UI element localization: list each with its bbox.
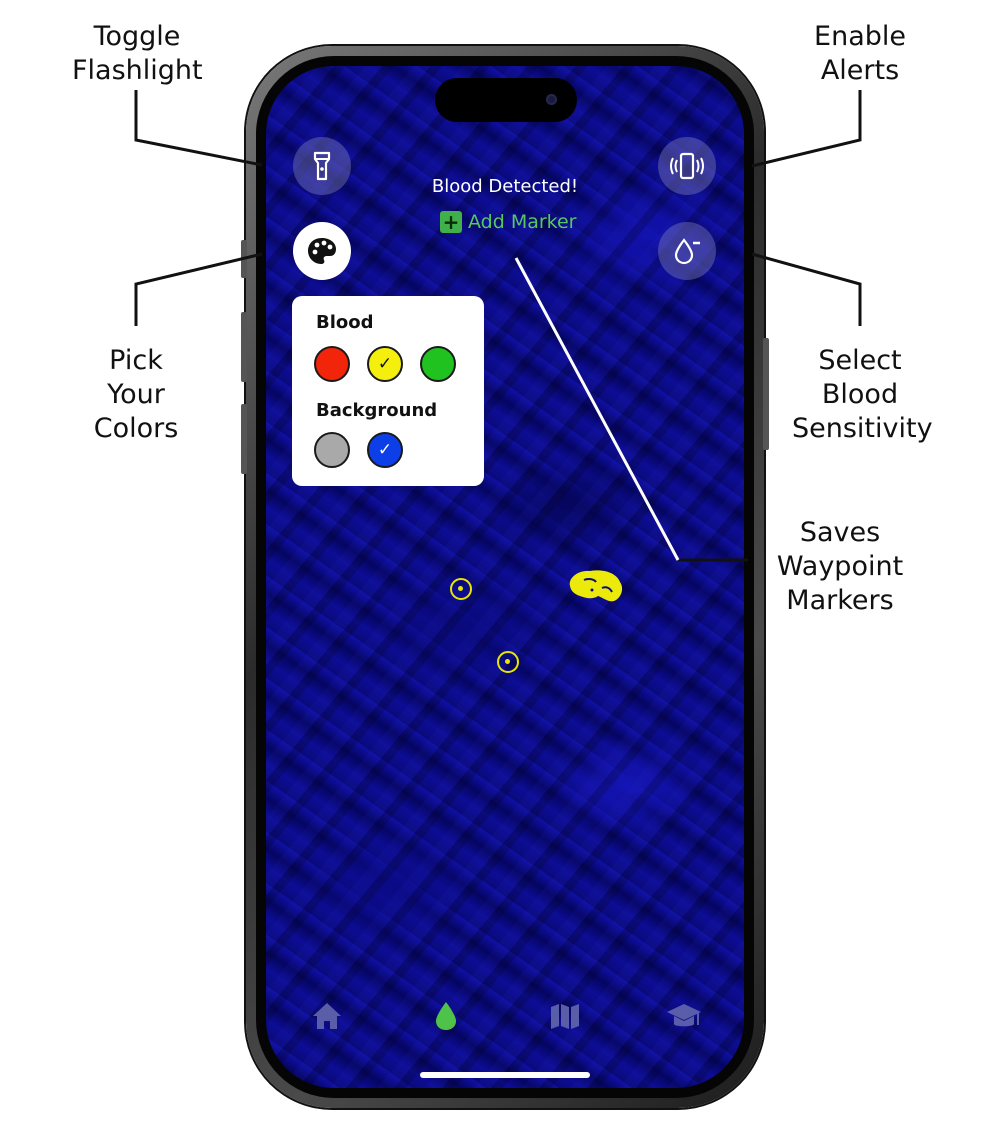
- home-icon: [313, 1003, 341, 1029]
- camera-view-screen: Blood Detected! + Add Marker Blood ✓ Bac…: [266, 66, 744, 1088]
- leader-line-flashlight: [134, 90, 263, 167]
- background-swatch-blue[interactable]: ✓: [367, 432, 403, 468]
- flashlight-icon: [313, 151, 331, 181]
- blood-sensitivity-button[interactable]: [658, 222, 716, 280]
- callout-text: Enable: [814, 21, 906, 52]
- add-marker-label: Add Marker: [468, 211, 577, 233]
- plus-icon: +: [440, 211, 462, 233]
- tab-blood-detection[interactable]: [426, 996, 466, 1036]
- tab-bar: [266, 996, 744, 1036]
- blood-color-heading: Blood: [316, 312, 374, 333]
- color-picker-panel: Blood ✓ Background ✓: [292, 296, 484, 486]
- callout-text: Your: [107, 379, 165, 410]
- callout-text: Waypoint: [776, 551, 904, 582]
- leader-line-sensitivity: [751, 252, 862, 326]
- background-color-heading: Background: [316, 400, 438, 421]
- waypoint-marker[interactable]: [450, 578, 472, 600]
- leader-line-markers-inner: [514, 257, 680, 561]
- leader-line-colors: [134, 252, 263, 326]
- callout-text: Saves: [799, 517, 881, 548]
- power-button: [763, 338, 769, 450]
- leader-line-alerts: [751, 90, 862, 168]
- home-indicator: [420, 1072, 590, 1078]
- callout-text: Alerts: [820, 55, 900, 86]
- callout-enable-alerts: Enable Alerts: [800, 20, 920, 88]
- add-marker-button[interactable]: + Add Marker: [440, 210, 577, 234]
- graduation-cap-icon: [667, 1004, 701, 1027]
- callout-waypoint-markers: Saves Waypoint Markers: [772, 516, 908, 618]
- callout-text: Select: [818, 345, 902, 376]
- callout-text: Colors: [93, 413, 179, 444]
- front-camera: [546, 94, 557, 105]
- map-icon: [551, 1004, 579, 1029]
- callout-text: Pick: [109, 345, 163, 376]
- callout-text: Markers: [786, 585, 894, 616]
- droplet-minus-icon: [674, 238, 700, 265]
- dynamic-island: [435, 78, 577, 122]
- color-palette-button[interactable]: [293, 222, 351, 280]
- background-swatch-gray[interactable]: [314, 432, 350, 468]
- palette-icon: [308, 238, 336, 264]
- checkmark-icon: ✓: [377, 353, 393, 374]
- callout-toggle-flashlight: Toggle Flashlight: [72, 20, 203, 88]
- droplet-icon: [436, 1002, 456, 1030]
- callout-pick-colors: Pick Your Colors: [76, 344, 196, 446]
- blood-swatch-yellow[interactable]: ✓: [367, 346, 403, 382]
- blood-detected-alert: Blood Detected!: [431, 176, 579, 197]
- alerts-button[interactable]: [658, 137, 716, 195]
- blood-swatch-red[interactable]: [314, 346, 350, 382]
- checkmark-icon: ✓: [377, 439, 393, 460]
- volume-up-button: [241, 312, 247, 382]
- phone-vibrate-icon: [670, 152, 704, 180]
- callout-text: Flashlight: [72, 55, 203, 86]
- blood-swatch-green[interactable]: [420, 346, 456, 382]
- tab-learn[interactable]: [664, 996, 704, 1036]
- volume-down-button: [241, 404, 247, 474]
- detected-blood-blob: [569, 570, 623, 602]
- tab-home[interactable]: [307, 996, 347, 1036]
- flashlight-button[interactable]: [293, 137, 351, 195]
- tab-map[interactable]: [545, 996, 585, 1036]
- callout-text: Toggle: [93, 21, 181, 52]
- callout-blood-sensitivity: Select Blood Sensitivity: [792, 344, 933, 446]
- callout-text: Sensitivity: [792, 413, 933, 444]
- callout-text: Blood: [821, 379, 899, 410]
- waypoint-marker[interactable]: [497, 651, 519, 673]
